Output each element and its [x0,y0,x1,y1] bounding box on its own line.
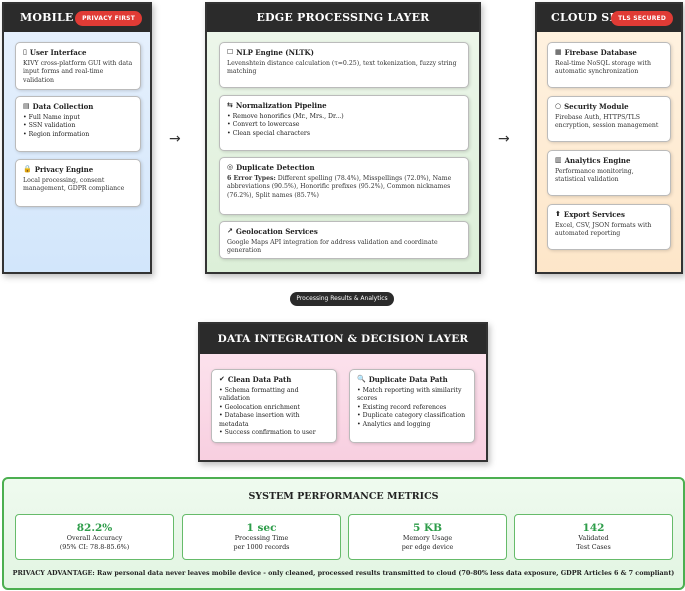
integration-layer-title: DATA INTEGRATION & DECISION LAYER [200,324,486,354]
edge-processing-layer: EDGE PROCESSING LAYER ☐NLP Engine (NLTK)… [205,2,481,274]
lock-icon: 🔒 [23,165,32,173]
metric-overall-accuracy: 82.2% Overall Accuracy (95% CI: 78.8-85.… [15,514,174,560]
card-text: 6 Error Types: Different spelling (78.4%… [227,175,461,200]
nlp-engine-card: ☐NLP Engine (NLTK) Levenshtein distance … [219,42,469,88]
list-item: SSN validation [23,122,133,130]
shield-icon: ○ [555,102,562,110]
list-item: Match reporting with similarity scores [357,387,467,404]
brain-icon: ☐ [227,48,234,56]
card-title: Duplicate Detection [236,163,315,172]
privacy-advantage-note: PRIVACY ADVANTAGE: Raw personal data nev… [12,569,675,577]
list-item: Duplicate category classification [357,412,467,420]
pin-icon: ↗ [227,227,233,235]
card-title: Normalization Pipeline [235,101,327,110]
card-text: Real-time NoSQL storage with automatic s… [555,60,651,76]
data-integration-layer: DATA INTEGRATION & DECISION LAYER ✔Clean… [198,322,488,462]
geolocation-services-card: ↗Geolocation Services Google Maps API in… [219,221,469,259]
mobile-device-layer: MOBILE DEVI PRIVACY FIRST ▯User Interfac… [2,2,152,274]
error-types-lead: 6 Error Types: [227,175,276,182]
analytics-engine-card: ▥Analytics Engine Performance monitoring… [547,150,671,196]
firebase-database-card: ▦Firebase Database Real-time NoSQL stora… [547,42,671,88]
metric-label: Validated [578,534,609,542]
list-item: Clean special characters [227,130,461,138]
processing-results-pill: Processing Results & Analytics [290,292,394,306]
metric-sublabel: (95% CI: 78.8-85.6%) [59,542,130,551]
card-text: Excel, CSV, JSON formats with automated … [555,222,652,238]
phone-icon: ▯ [23,48,27,56]
card-title: Duplicate Data Path [368,375,448,384]
chart-icon: ▥ [555,156,562,164]
privacy-first-badge: PRIVACY FIRST [75,11,142,26]
list-item: Success confirmation to user [219,429,329,437]
user-interface-card: ▯User Interface KIVY cross-platform GUI … [15,42,141,90]
list-item: Schema formatting and validation [219,387,329,404]
card-title: Clean Data Path [227,375,292,384]
target-icon: ◎ [227,163,234,171]
list-item: Remove honorifics (Mr., Mrs., Dr...) [227,113,461,121]
card-title: Export Services [563,210,625,219]
security-module-card: ○Security Module Firebase Auth, HTTPS/TL… [547,96,671,142]
list-item: Existing record references [357,404,467,412]
card-title: Privacy Engine [34,165,94,174]
list-item: Region information [23,131,133,139]
metric-processing-time: 1 sec Processing Time per 1000 records [182,514,341,560]
card-title: NLP Engine (NLTK) [236,48,314,57]
metric-memory-usage: 5 KB Memory Usage per edge device [348,514,507,560]
card-text: Google Maps API integration for address … [227,239,438,255]
list-item: Analytics and logging [357,421,467,429]
card-text: Firebase Auth, HTTPS/TLS encryption, ses… [555,114,659,130]
metric-sublabel: per edge device [401,542,454,551]
card-text: KIVY cross-platform GUI with data input … [23,60,133,84]
card-text: Performance monitoring, statistical vali… [555,168,634,184]
card-title: Security Module [564,102,629,111]
edge-layer-title: EDGE PROCESSING LAYER [207,4,479,32]
magnifier-icon: 🔍 [357,375,366,383]
metric-validated-test-cases: 142 Validated Test Cases [514,514,673,560]
cloud-services-layer: CLOUD SERVIC TLS SECURED ▦Firebase Datab… [535,2,683,274]
card-text: Levenshtein distance calculation (τ=0.25… [227,60,457,76]
list-item: Database insertion with metadata [219,412,329,429]
metrics-title: SYSTEM PERFORMANCE METRICS [248,491,439,502]
export-icon: ⬆ [555,210,561,218]
card-title: Analytics Engine [564,156,631,165]
list-item: Full Name input [23,114,133,122]
database-icon: ▦ [555,48,562,56]
card-title: User Interface [29,48,87,57]
check-icon: ✔ [219,375,225,383]
metric-value: 5 KB [413,522,442,534]
system-performance-metrics: SYSTEM PERFORMANCE METRICS 82.2% Overall… [2,477,685,590]
metric-value: 1 sec [246,522,277,534]
metric-label: Memory Usage [402,534,453,542]
metric-label: Processing Time [234,534,289,542]
duplicate-data-path-card: 🔍Duplicate Data Path Match reporting wit… [349,369,475,443]
pipeline-icon: ⇆ [227,101,233,109]
metric-value: 82.2% [76,522,113,534]
clipboard-icon: ▤ [23,102,30,110]
list-item: Geolocation enrichment [219,404,329,412]
card-title: Firebase Database [564,48,637,57]
card-title: Geolocation Services [235,227,318,236]
tls-secured-badge: TLS SECURED [611,11,673,26]
card-title: Data Collection [32,102,94,111]
export-services-card: ⬆Export Services Excel, CSV, JSON format… [547,204,671,250]
arrow-right-icon: → [498,131,510,147]
metric-sublabel: per 1000 records [233,542,290,551]
clean-data-path-card: ✔Clean Data Path Schema formatting and v… [211,369,337,443]
metric-value: 142 [582,522,605,534]
duplicate-detection-card: ◎Duplicate Detection 6 Error Types: Diff… [219,157,469,215]
normalization-pipeline-card: ⇆Normalization Pipeline Remove honorific… [219,95,469,151]
data-collection-card: ▤Data Collection Full Name input SSN val… [15,96,141,152]
metric-sublabel: Test Cases [576,542,611,551]
card-text: Local processing, consent management, GD… [23,177,125,193]
privacy-engine-card: 🔒Privacy Engine Local processing, consen… [15,159,141,207]
list-item: Convert to lowercase [227,121,461,129]
arrow-right-icon: → [169,131,181,147]
error-types-text: Different spelling (78.4%), Misspellings… [227,175,452,199]
metric-label: Overall Accuracy [66,534,123,542]
